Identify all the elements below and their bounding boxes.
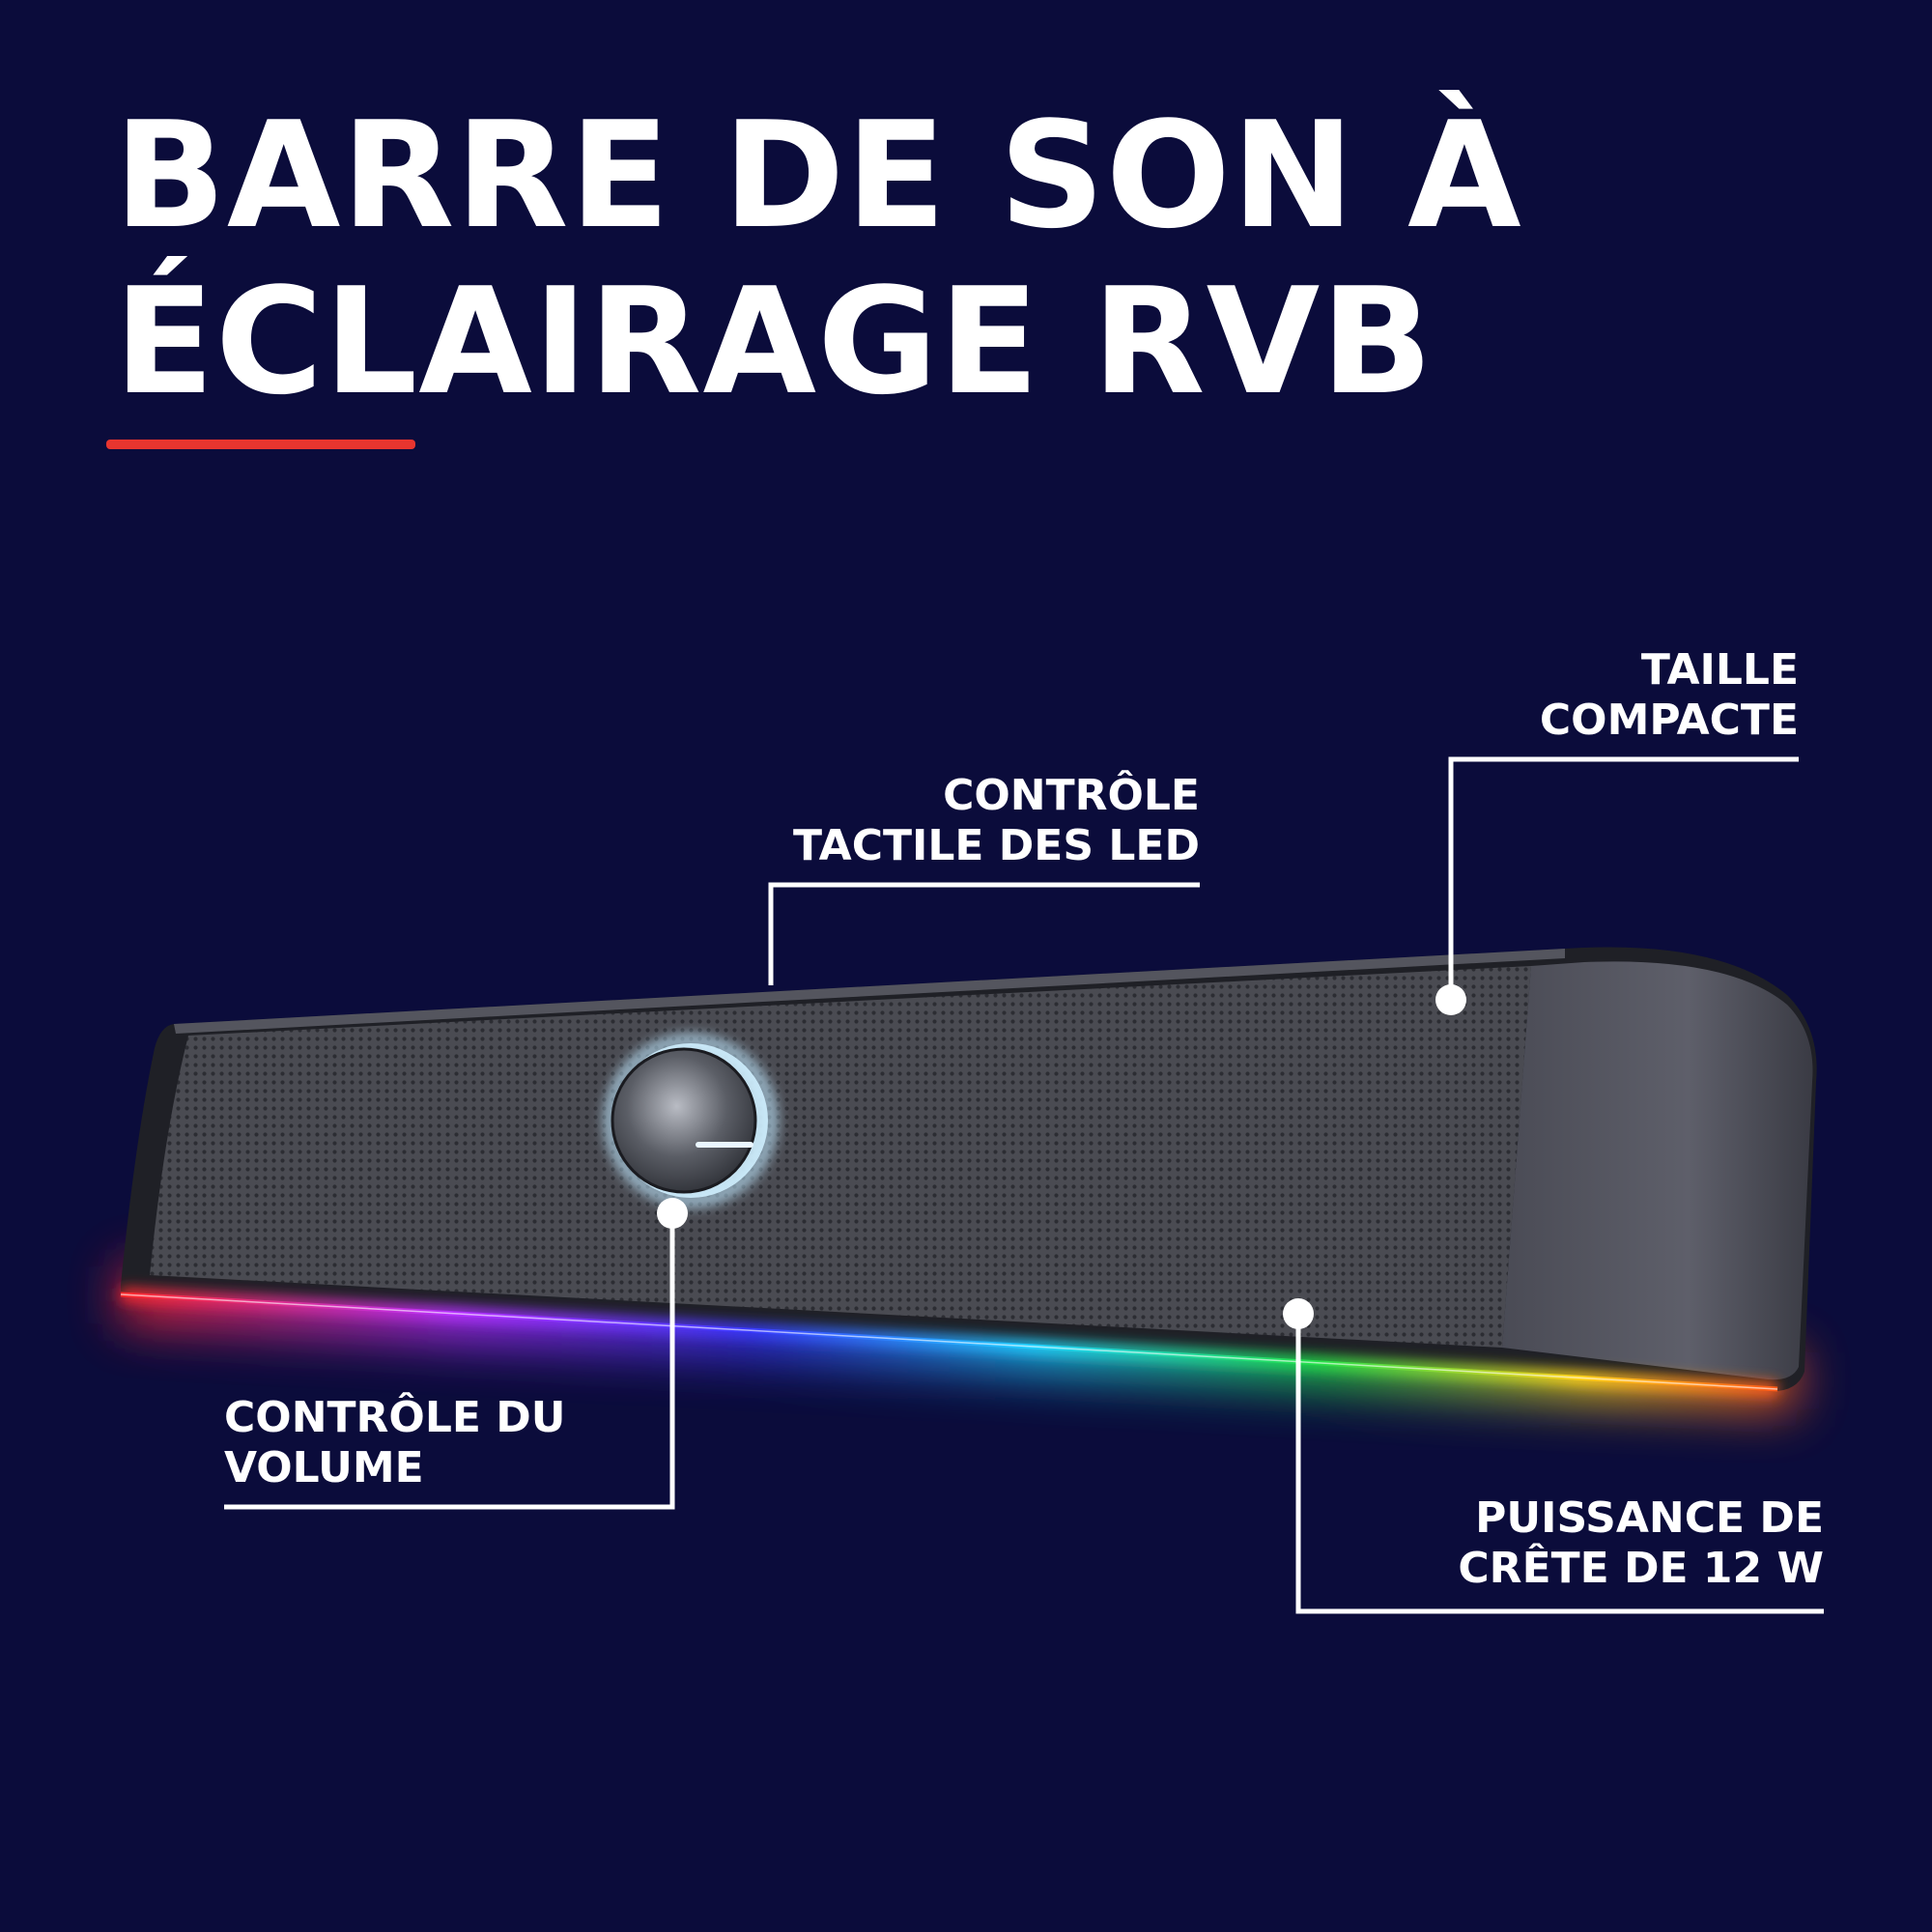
callout-volume-line-2: VOLUME [224, 1443, 424, 1492]
headline-line-2: ÉCLAIRAGE RVB [114, 256, 1435, 427]
callout-line-peak-power [1295, 1314, 1824, 1614]
callout-line-compact-size [1448, 756, 1799, 1000]
callout-led-touch-line-1: CONTRÔLE [943, 771, 1200, 820]
callout-line-led-touch [768, 882, 1200, 985]
callout-peak-power-line-2: CRÊTE DE 12 W [1458, 1544, 1824, 1593]
soundbar-end-cap [1502, 961, 1813, 1380]
callout-peak-power: PUISSANCE DE CRÊTE DE 12 W [1458, 1493, 1824, 1594]
callout-volume-line-1: CONTRÔLE DU [224, 1393, 566, 1442]
callout-dot-icon [1283, 1298, 1314, 1329]
callout-led-touch-line-2: TACTILE DES LED [793, 821, 1200, 870]
callout-dot-icon [1435, 984, 1466, 1015]
callout-led-touch-control: CONTRÔLE TACTILE DES LED [793, 771, 1200, 871]
callout-line-volume [224, 1213, 675, 1510]
headline-line-1: BARRE DE SON À [114, 90, 1522, 261]
callout-compact-size-line-1: TAILLE [1640, 645, 1799, 695]
volume-knob-icon [606, 1036, 776, 1206]
callout-peak-power-line-1: PUISSANCE DE [1475, 1493, 1824, 1543]
top-edge-highlight [174, 949, 1565, 1034]
headline-accent-underline [106, 440, 415, 449]
callout-compact-size: TAILLE COMPACTE [1540, 645, 1799, 746]
headline: BARRE DE SON À ÉCLAIRAGE RVB [114, 93, 1522, 425]
callout-lines [224, 756, 1824, 1614]
rgb-strip-core [120, 1293, 1778, 1390]
callout-dot-icon [657, 1198, 688, 1229]
speaker-grille [150, 966, 1531, 1348]
callout-volume-control: CONTRÔLE DU VOLUME [224, 1393, 565, 1493]
callout-compact-size-line-2: COMPACTE [1539, 696, 1799, 745]
